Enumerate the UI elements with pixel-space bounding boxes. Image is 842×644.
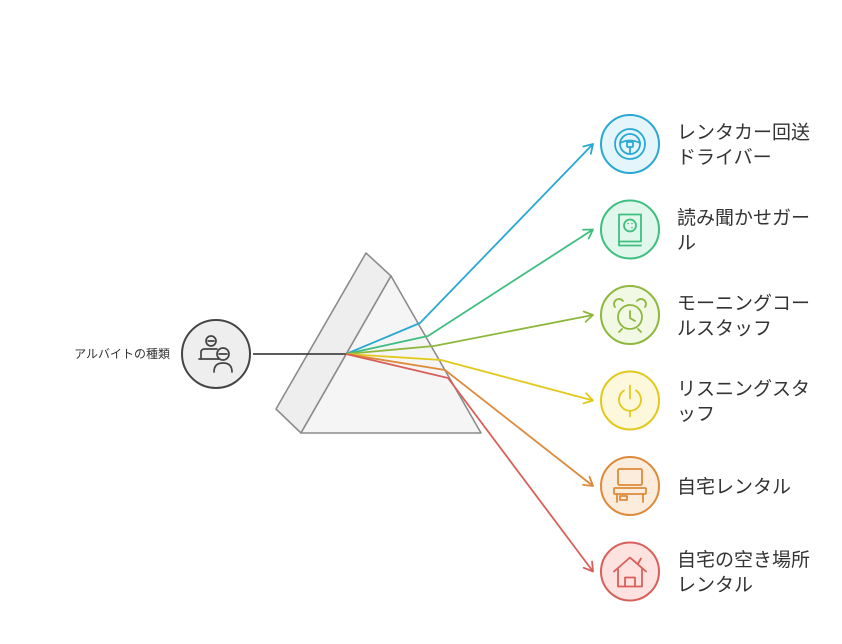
output-node[interactable] — [600, 114, 660, 174]
output-node[interactable] — [600, 541, 660, 602]
output-circle — [600, 456, 660, 516]
steering-wheel-icon — [614, 128, 646, 160]
output-label: 自宅レンタル — [677, 476, 791, 498]
output-label-line: リスニングスタ — [677, 378, 810, 400]
output-ray — [345, 228, 594, 355]
output-label: 自宅の空き場所レンタル — [677, 549, 810, 596]
output-circle — [600, 199, 660, 260]
alarm-clock-icon — [613, 298, 647, 333]
output-label: 読み聞かせガール — [677, 207, 810, 254]
output-label-line: ドライバー — [677, 147, 772, 169]
output-node[interactable] — [600, 370, 660, 431]
source-node[interactable] — [181, 319, 251, 389]
people-icon — [198, 335, 233, 373]
output-nodes: レンタカー回送ドライバー読み聞かせガールモーニングコールスタッフリスニングスタッ… — [600, 114, 810, 602]
source-label: アルバイトの種類 — [74, 347, 170, 361]
output-label: モーニングコールスタッフ — [677, 293, 810, 340]
output-label-line: モーニングコー — [677, 293, 810, 315]
output-label-line: 自宅の空き場所 — [677, 549, 810, 571]
output-label-line: 読み聞かせガー — [677, 207, 810, 229]
arrowhead — [582, 392, 594, 405]
house-icon — [613, 556, 647, 588]
arrowhead — [582, 228, 594, 240]
output-label: リスニングスタッフ — [677, 378, 810, 425]
output-label: レンタカー回送ドライバー — [677, 122, 810, 169]
output-circle — [600, 370, 660, 431]
output-label-line: 自宅レンタル — [677, 476, 791, 498]
arrowhead — [582, 475, 594, 487]
arrowhead — [582, 143, 594, 155]
output-ray — [345, 353, 594, 573]
arrowhead — [582, 560, 594, 573]
output-node[interactable] — [600, 285, 660, 345]
desk-icon — [613, 468, 647, 503]
output-ray — [345, 314, 594, 355]
output-ray — [345, 353, 594, 487]
output-ray — [345, 353, 594, 402]
output-label-line: ッフ — [677, 403, 715, 425]
output-node[interactable] — [600, 199, 660, 260]
book-icon — [618, 213, 642, 247]
power-icon — [618, 384, 642, 418]
output-circle — [600, 114, 660, 174]
arrowhead — [582, 310, 594, 323]
output-label-line: ル — [677, 232, 696, 254]
output-ray — [345, 143, 594, 355]
output-label-line: レンタル — [677, 574, 753, 596]
source-circle — [181, 319, 251, 389]
output-node[interactable] — [600, 456, 660, 516]
output-rays — [345, 143, 594, 573]
output-label-line: レンタカー回送 — [677, 122, 810, 144]
output-circle — [600, 541, 660, 602]
output-label-line: ルスタッフ — [677, 318, 772, 340]
